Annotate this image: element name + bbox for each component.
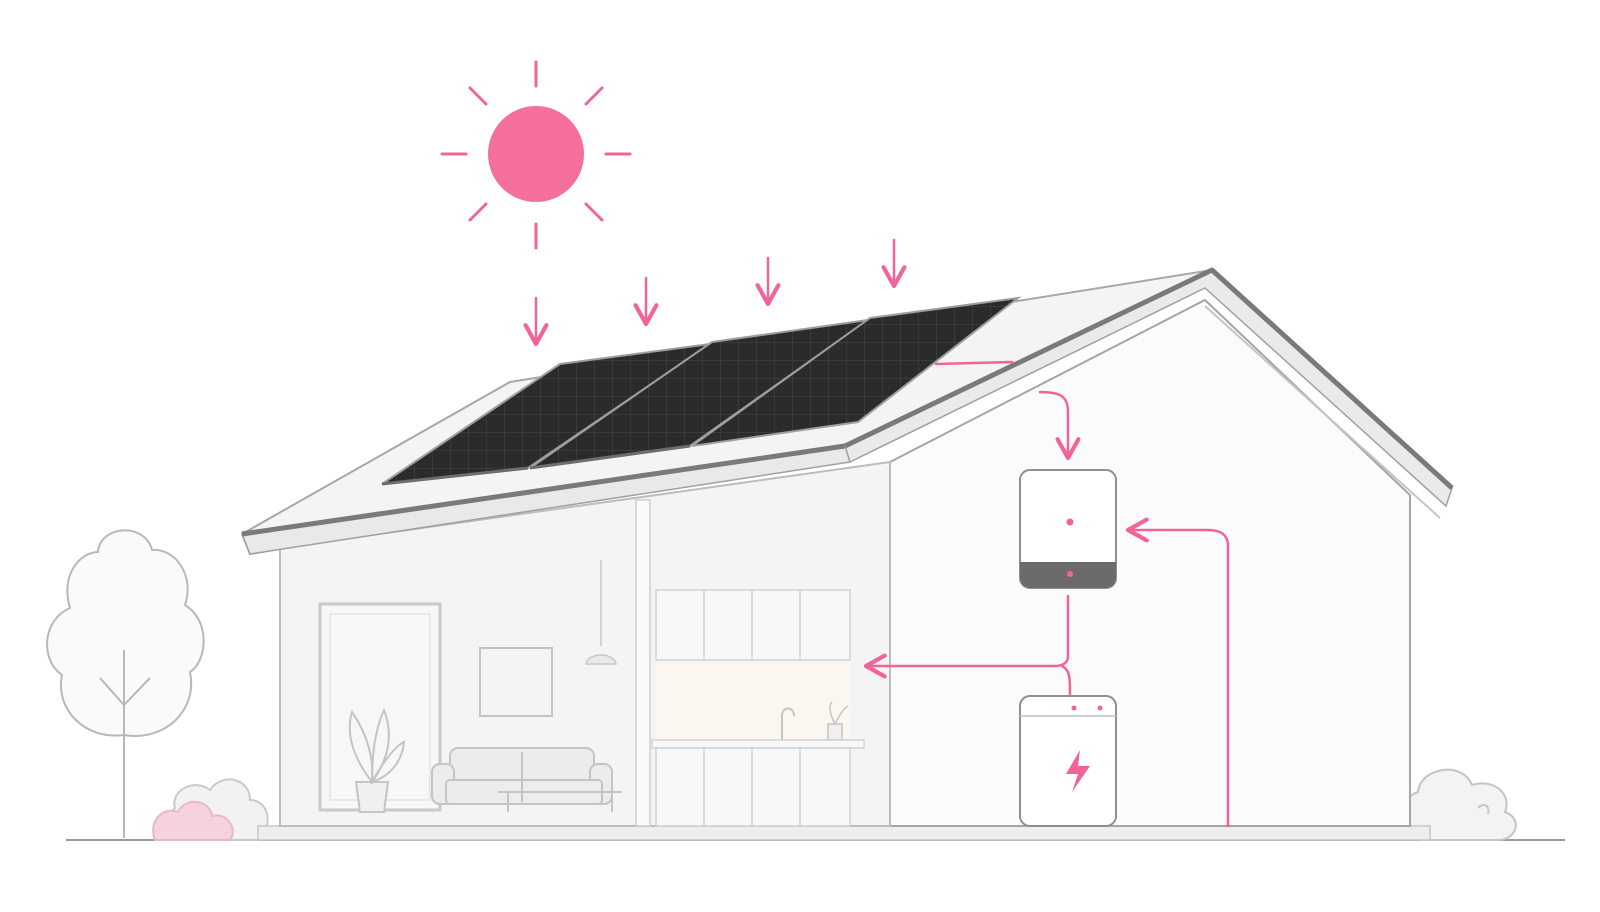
kitchen-faucet [781,707,795,740]
kitchen-upper-cabinets [655,589,851,661]
house-foundation [257,825,1431,841]
sunlight-arrows [523,238,907,347]
bush-icon [152,778,269,841]
wall-picture-frame [479,647,553,717]
sofa [431,747,613,805]
tree-icon [46,529,205,838]
coffee-table [498,791,622,812]
kitchen-lower-cabinets [651,739,865,827]
kitchen-plant [827,701,849,741]
battery-icon [1019,695,1117,827]
pendant-lamp [585,560,617,665]
energy-flow-lines [863,360,1230,828]
solar-panel-icon [381,296,1022,486]
lightning-bolt-icon [1066,750,1090,792]
inverter-icon [1019,469,1117,589]
house-icon [279,298,1411,827]
sun-icon [440,60,632,250]
potted-plant [348,707,406,813]
